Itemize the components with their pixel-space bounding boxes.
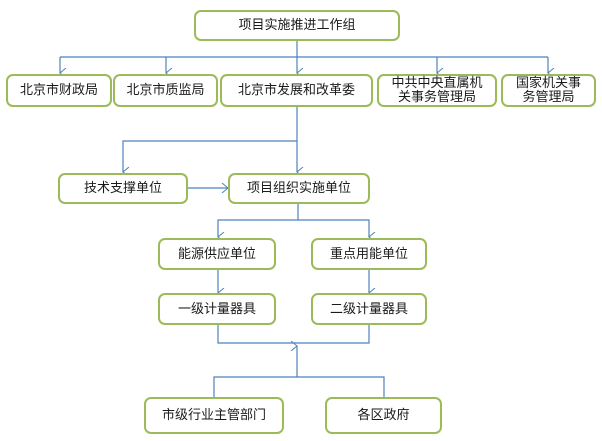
node-finance-bureau: 北京市财政局 [6, 74, 112, 107]
node-level2-meters: 二级计量器具 [311, 293, 427, 325]
node-project-working-group: 项目实施推进工作组 [194, 10, 400, 41]
node-quality-bureau: 北京市质监局 [113, 74, 218, 107]
node-energy-supply-unit: 能源供应单位 [158, 238, 276, 270]
arrow-to-supply [218, 219, 298, 237]
arrow-to-tech [123, 140, 297, 172]
node-technical-support-unit: 技术支撑单位 [58, 173, 188, 204]
connector-bottom-bus [213, 376, 385, 397]
node-key-energy-consumer: 重点用能单位 [311, 238, 427, 270]
node-industry-authority: 市级行业主管部门 [144, 397, 284, 434]
node-district-governments: 各区政府 [325, 397, 442, 434]
connector-meters-bus [217, 324, 370, 344]
node-central-affairs-bureau: 中共中央直属机关事务管理局 [377, 74, 497, 107]
node-implementation-unit: 项目组织实施单位 [228, 173, 370, 204]
node-national-affairs-bureau: 国家机关事务管理局 [501, 74, 596, 107]
node-level1-meters: 一级计量器具 [158, 293, 276, 325]
arrow-to-consumer [298, 219, 369, 237]
node-development-reform-commission: 北京市发展和改革委 [220, 74, 373, 107]
